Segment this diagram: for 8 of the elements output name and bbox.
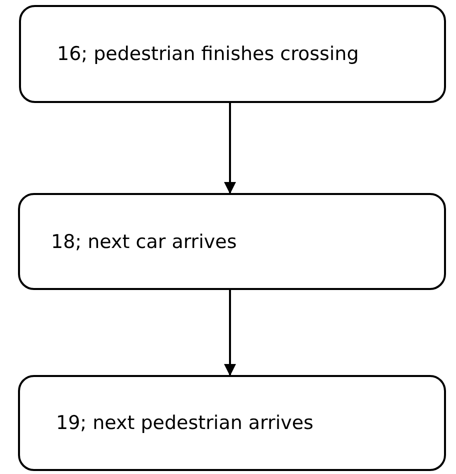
- arrow: [224, 290, 236, 376]
- process-box: [18, 193, 446, 290]
- process-box: [19, 5, 446, 103]
- box-label: 18; next car arrives: [51, 230, 237, 252]
- arrow: [224, 103, 236, 194]
- box-label: 19; next pedestrian arrives: [56, 412, 314, 434]
- process-box: [18, 375, 446, 471]
- box-label: 16; pedestrian finishes crossing: [57, 43, 359, 65]
